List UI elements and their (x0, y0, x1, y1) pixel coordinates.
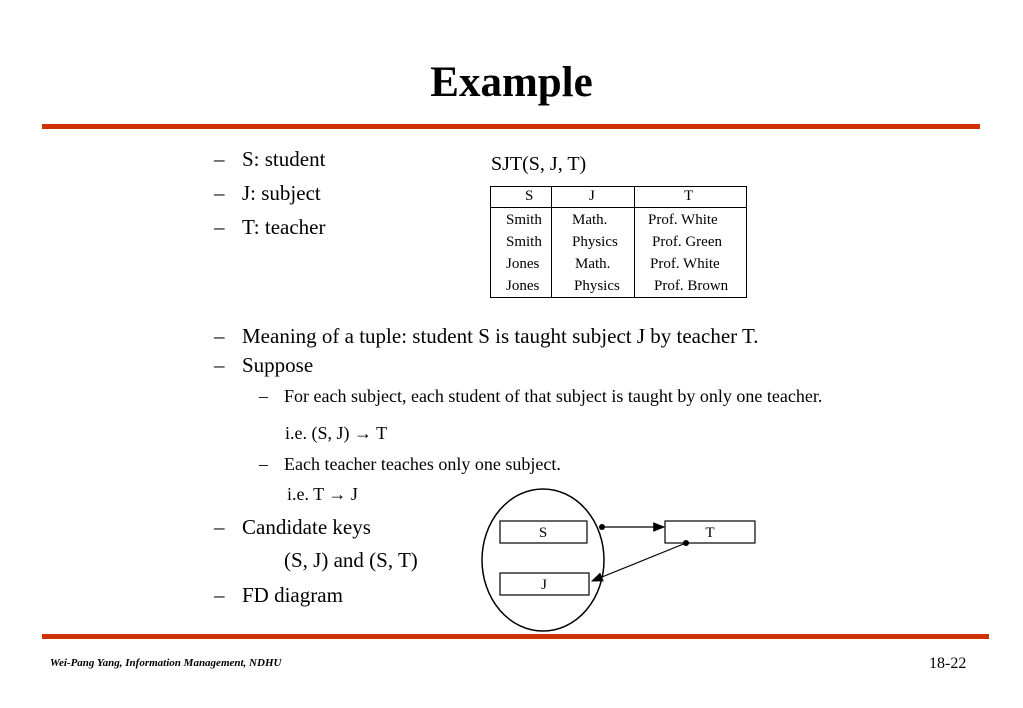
sub-bullet-text: Each teacher teaches only one subject. (284, 454, 561, 474)
definition-item: –S: student (214, 147, 326, 171)
definition-item: –T: teacher (214, 215, 326, 239)
sub-bullet: –Each teacher teaches only one subject. (259, 454, 561, 474)
table-cell: Smith (506, 212, 542, 228)
table-cell: Math. (575, 256, 611, 272)
candidate-keys-bullet: –Candidate keys (214, 515, 371, 539)
table-cell: Prof. White (648, 212, 718, 228)
relation-table: S J T Smith Math. Prof. White Smith Phys… (490, 186, 747, 298)
slide-title: Example (430, 59, 593, 106)
table-header-t: T (684, 188, 694, 204)
table-column-rule (634, 187, 635, 297)
table-cell: Smith (506, 234, 542, 250)
fd-diagram: S T J (481, 488, 756, 632)
table-column-rule (551, 187, 552, 297)
table-cell: Physics (574, 278, 620, 294)
fd-diagram-bullet: –FD diagram (214, 583, 343, 607)
definition-item: –J: subject (214, 181, 321, 205)
fd-arrow-t-to-j (590, 542, 687, 582)
table-header-rule (491, 207, 746, 208)
suppose-text: Suppose (242, 353, 314, 377)
node-s-box (499, 520, 588, 544)
table-cell: Physics (572, 234, 618, 250)
title-divider (42, 124, 980, 129)
node-j-box (499, 572, 590, 596)
meaning-bullet: –Meaning of a tuple: student S is taught… (214, 324, 759, 348)
definition-text: T: teacher (242, 215, 326, 239)
footer-author: Wei-Pang Yang, Information Management, N… (50, 657, 282, 669)
node-t-label: T (705, 525, 714, 541)
table-cell: Prof. Brown (654, 278, 729, 294)
node-t-box (664, 520, 756, 544)
table-header-s: S (525, 188, 534, 204)
table-cell: Prof. Green (652, 234, 722, 250)
table-cell: Jones (506, 278, 540, 294)
node-s-label: S (539, 525, 547, 541)
sub-bullet-text: For each subject, each student of that s… (284, 386, 823, 406)
definition-text: J: subject (242, 181, 321, 205)
meaning-text: Meaning of a tuple: student S is taught … (242, 324, 759, 348)
table-cell: Math. (572, 212, 608, 228)
footer-divider (42, 634, 989, 639)
page-number: 18-22 (929, 655, 967, 672)
candidate-keys-value: (S, J) and (S, T) (284, 548, 418, 572)
suppose-bullet: –Suppose (214, 353, 314, 377)
fd-note: i.e. T → J (287, 484, 358, 504)
attribute-set-ellipse (481, 488, 605, 632)
fd-note: i.e. (S, J) → T (285, 423, 388, 443)
candidate-keys-text: Candidate keys (242, 515, 371, 539)
node-j-label: J (541, 577, 547, 593)
table-cell: Jones (506, 256, 540, 272)
table-header-j: J (589, 188, 595, 204)
fd-diagram-text: FD diagram (242, 583, 343, 607)
sub-bullet: –For each subject, each student of that … (259, 386, 823, 406)
table-cell: Prof. White (650, 256, 720, 272)
relation-caption: SJT(S, J, T) (491, 153, 587, 175)
definition-text: S: student (242, 147, 326, 171)
